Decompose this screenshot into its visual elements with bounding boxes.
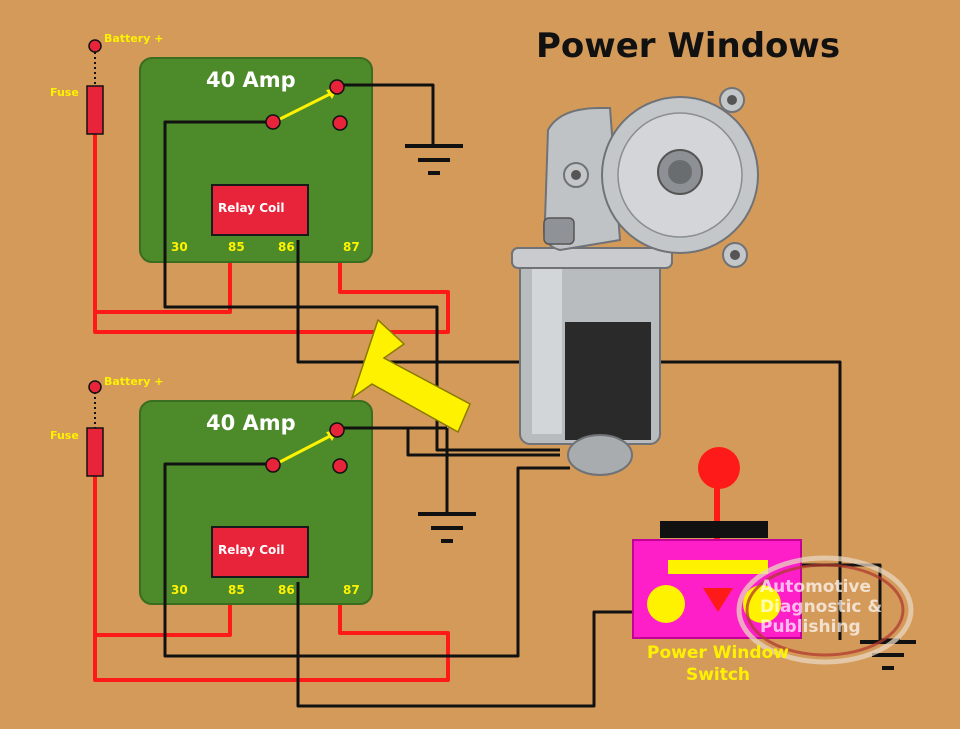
wire-relay1-ground xyxy=(335,83,435,145)
wire-relay2-86-switch xyxy=(296,582,638,708)
pointer-arrow xyxy=(350,318,471,434)
switch-label-line-2: Switch xyxy=(685,665,751,685)
relay-coil-2 xyxy=(211,526,309,578)
relay-amp-label-1: 40 Amp xyxy=(206,68,296,92)
battery-terminal-2 xyxy=(88,380,102,394)
watermark-line-1: Automotive xyxy=(760,577,872,597)
window-motor xyxy=(511,87,759,476)
fuse-label-2: Fuse xyxy=(50,429,79,442)
relay-box-2 xyxy=(139,400,373,605)
pin-85-label-1: 85 xyxy=(228,240,245,254)
relay-coil-label-2: Relay Coil xyxy=(218,543,285,557)
fuse-1 xyxy=(86,85,104,135)
pin-30-label-1: 30 xyxy=(171,240,188,254)
switch-label: Power Window Switch xyxy=(628,642,808,686)
ground-symbol-2 xyxy=(418,512,476,543)
battery-label-1: Battery + xyxy=(104,32,164,45)
wire-relay1-85 xyxy=(95,240,232,314)
relay-coil-1 xyxy=(211,184,309,236)
battery-label-2: Battery + xyxy=(104,375,164,388)
watermark-text: Automotive Diagnostic & Publishing xyxy=(760,577,882,637)
switch-label-line-1: Power Window xyxy=(647,643,789,663)
pin-86-label-2: 86 xyxy=(278,583,295,597)
relay-amp-label-2: 40 Amp xyxy=(206,411,296,435)
pin-30-label-2: 30 xyxy=(171,583,188,597)
pin-85-label-2: 85 xyxy=(228,583,245,597)
watermark-line-3: Publishing xyxy=(760,617,861,637)
watermark-line-2: Diagnostic & xyxy=(760,597,883,617)
relay-coil-label-1: Relay Coil xyxy=(218,201,285,215)
relay-box-1 xyxy=(139,57,373,263)
fuse-2 xyxy=(86,427,104,477)
wire-relay1-87 xyxy=(93,125,450,334)
ground-symbol-3 xyxy=(860,640,916,670)
wire-relay1-30-motor xyxy=(163,120,560,452)
fuse-label-1: Fuse xyxy=(50,86,79,99)
watermark-logo xyxy=(736,555,914,665)
ground-symbol-1 xyxy=(405,144,463,175)
battery-terminal-1 xyxy=(88,39,102,53)
page-title: Power Windows xyxy=(536,26,841,66)
relay-contacts-2 xyxy=(265,422,348,474)
pin-86-label-1: 86 xyxy=(278,240,295,254)
relay-contacts-1 xyxy=(265,79,348,131)
pin-87-label-2: 87 xyxy=(343,583,360,597)
wire-relay2-30-motor xyxy=(163,462,570,658)
power-window-switch[interactable] xyxy=(632,447,802,639)
pin-87-label-1: 87 xyxy=(343,240,360,254)
